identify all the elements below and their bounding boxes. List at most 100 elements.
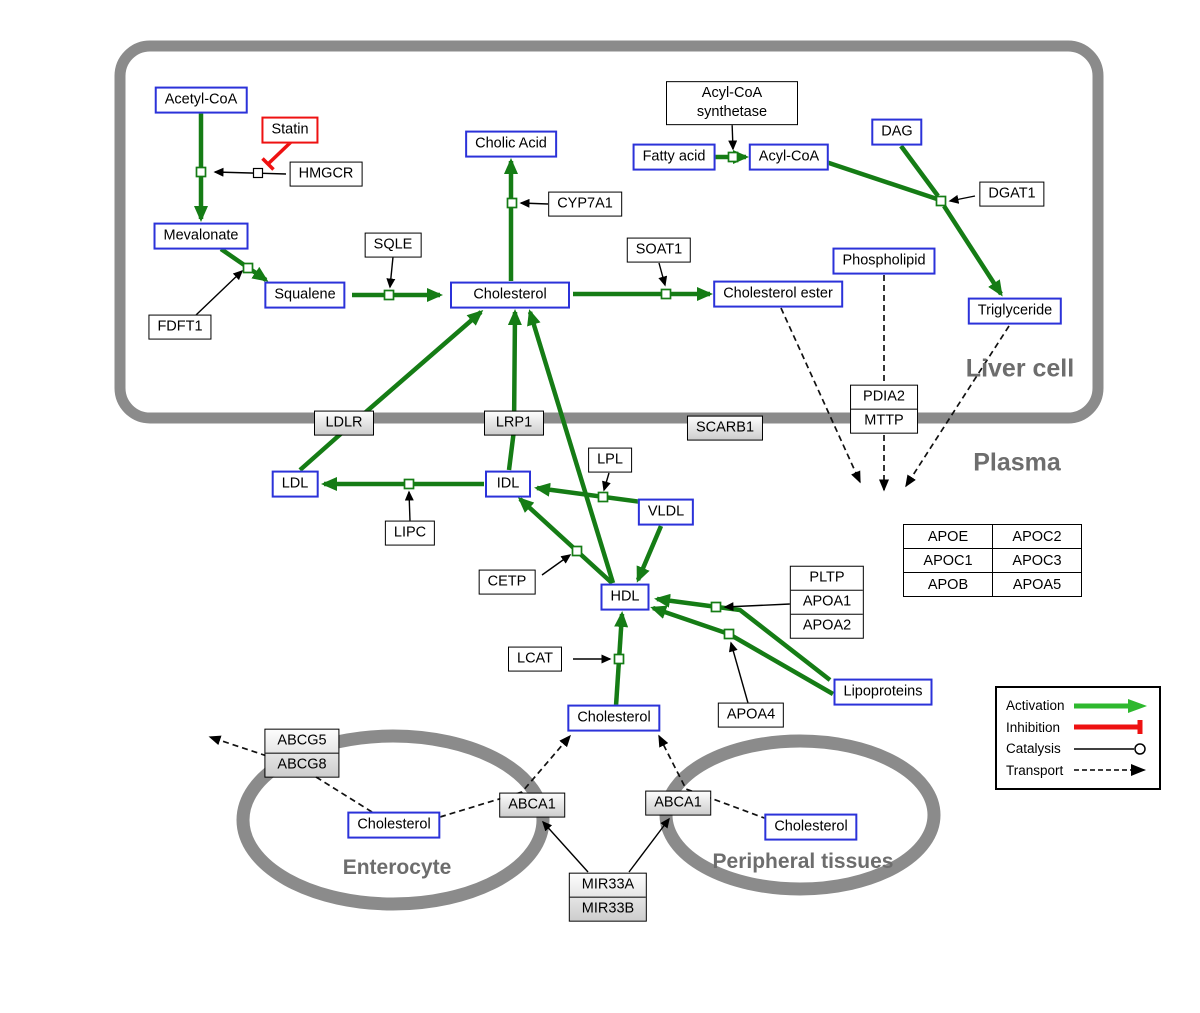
node-acetyl-coa[interactable]: Acetyl-CoA xyxy=(154,86,248,114)
node-cholesterol-plasma[interactable]: Cholesterol xyxy=(567,704,661,732)
node-hdl[interactable]: HDL xyxy=(600,583,650,611)
node-apoa2[interactable]: APOA2 xyxy=(802,617,852,634)
node-scarb1[interactable]: SCARB1 xyxy=(686,415,764,441)
edge-acylcoa-junction xyxy=(825,159,938,202)
node-hmgcr[interactable]: HMGCR xyxy=(289,161,363,187)
node-lpl[interactable]: LPL xyxy=(588,447,632,473)
anchor-dgat1 xyxy=(935,195,947,207)
legend-inhibition: Inhibition xyxy=(1006,717,1150,738)
node-abcg5-abcg8[interactable]: ABCG5 ABCG8 xyxy=(264,728,340,778)
node-lcat[interactable]: LCAT xyxy=(508,646,562,672)
node-sqle[interactable]: SQLE xyxy=(364,232,422,258)
anchor-hmgcr xyxy=(195,166,207,178)
node-triglyceride[interactable]: Triglyceride xyxy=(967,297,1063,325)
node-mir33a-mir33b[interactable]: MIR33A MIR33B xyxy=(568,872,648,922)
catalysis-dgat1 xyxy=(948,194,976,204)
anchor-sqle xyxy=(383,289,395,301)
edge-idl-cholesterol-via-lrp1 xyxy=(506,309,522,471)
catalysis-apoa4 xyxy=(728,641,749,704)
node-lrp1[interactable]: LRP1 xyxy=(484,410,544,436)
transport-triglyceride-plasma xyxy=(905,325,1010,488)
catalysis-circle-icon xyxy=(1074,743,1146,755)
node-mir33b[interactable]: MIR33B xyxy=(581,900,635,917)
node-acyl-coa[interactable]: Acyl-CoA xyxy=(748,143,830,171)
node-pdia2[interactable]: PDIA2 xyxy=(851,386,917,410)
legend-catalysis-label: Catalysis xyxy=(1006,741,1061,757)
node-apoc1[interactable]: APOC1 xyxy=(903,548,993,573)
node-cholesterol-ester[interactable]: Cholesterol ester xyxy=(713,280,843,308)
node-pdia2-mttp[interactable]: PDIA2 MTTP xyxy=(850,384,918,434)
node-cyp7a1[interactable]: CYP7A1 xyxy=(548,191,622,217)
node-cholesterol-peripheral[interactable]: Cholesterol xyxy=(764,813,858,841)
node-apoe[interactable]: APOE xyxy=(903,524,993,549)
anchor-cetp xyxy=(571,545,583,557)
catalysis-sqle xyxy=(386,256,396,289)
node-apoa4[interactable]: APOA4 xyxy=(717,702,785,728)
anchor-lpl xyxy=(597,491,609,503)
node-idl[interactable]: IDL xyxy=(485,470,531,498)
transport-enterocyte-cholesterol-plasma xyxy=(439,734,571,818)
anchor-pltp xyxy=(710,601,722,613)
edge-dag-junction xyxy=(899,144,940,198)
node-cholesterol-enterocyte[interactable]: Cholesterol xyxy=(347,811,441,839)
node-apoa5[interactable]: APOA5 xyxy=(992,572,1082,597)
node-statin[interactable]: Statin xyxy=(261,116,319,144)
node-mir33a[interactable]: MIR33A xyxy=(569,874,647,898)
reaction-anchors xyxy=(195,151,947,665)
node-ldl[interactable]: LDL xyxy=(271,470,319,498)
node-pltp[interactable]: PLTP xyxy=(790,567,864,591)
node-acyl-coa-synthetase[interactable]: Acyl-CoA synthetase xyxy=(666,81,798,125)
activation-arrow-icon xyxy=(1074,698,1147,713)
node-apoc2[interactable]: APOC2 xyxy=(992,524,1082,549)
node-ldlr[interactable]: LDLR xyxy=(314,410,374,436)
edge-vldl-idl xyxy=(534,482,650,506)
node-mttp[interactable]: MTTP xyxy=(864,412,904,429)
catalysis-pltp-apoa1-apoa2 xyxy=(723,602,791,612)
acs-line1: Acyl-CoA xyxy=(701,85,763,102)
inhibition-line xyxy=(266,140,293,166)
apolipoprotein-table: APOE APOC2 APOC1 APOC3 APOB APOA5 xyxy=(903,524,1082,597)
node-abcg8[interactable]: ABCG8 xyxy=(277,756,327,773)
node-soat1[interactable]: SOAT1 xyxy=(626,237,692,263)
edge-vldl-hdl xyxy=(635,525,664,583)
node-dag[interactable]: DAG xyxy=(871,118,923,146)
anchor-apoa4 xyxy=(723,628,735,640)
node-fdft1[interactable]: FDFT1 xyxy=(148,314,212,340)
anchor-statin-node xyxy=(252,167,264,179)
node-abca1-right[interactable]: ABCA1 xyxy=(645,790,711,816)
node-abcg5[interactable]: ABCG5 xyxy=(265,730,339,754)
node-pltp-apoa1-apoa2[interactable]: PLTP APOA1 APOA2 xyxy=(789,565,865,639)
legend-catalysis: Catalysis xyxy=(1006,738,1150,759)
node-abca1-left[interactable]: ABCA1 xyxy=(499,792,565,818)
node-fatty-acid[interactable]: Fatty acid xyxy=(632,143,716,171)
catalysis-hmgcr xyxy=(213,167,287,177)
enterocyte-label: Enterocyte xyxy=(342,856,452,879)
node-dgat1[interactable]: DGAT1 xyxy=(979,181,1045,207)
node-cetp[interactable]: CETP xyxy=(478,569,536,595)
node-lipoproteins[interactable]: Lipoproteins xyxy=(833,678,933,706)
edge-hdl-idl xyxy=(517,496,614,585)
node-cholesterol-liver[interactable]: Cholesterol xyxy=(450,281,570,309)
node-cholic-acid[interactable]: Cholic Acid xyxy=(465,130,557,158)
enterocyte-membrane xyxy=(236,729,550,911)
legend-activation: Activation xyxy=(1006,695,1150,716)
node-vldl[interactable]: VLDL xyxy=(637,498,695,526)
catalysis-fdft1 xyxy=(195,269,244,316)
node-apoc3[interactable]: APOC3 xyxy=(992,548,1082,573)
anchor-soat1 xyxy=(660,288,672,300)
node-apoa1[interactable]: APOA1 xyxy=(790,591,864,615)
node-mevalonate[interactable]: Mevalonate xyxy=(153,222,249,250)
peripheral-tissues-label: Peripheral tissues xyxy=(712,850,894,873)
node-phospholipid[interactable]: Phospholipid xyxy=(832,247,936,275)
inhibition-statin-hmgcr xyxy=(261,140,293,171)
node-apob[interactable]: APOB xyxy=(903,572,993,597)
anchor-lipc xyxy=(403,478,415,490)
legend-transport-label: Transport xyxy=(1006,762,1064,778)
anchor-cyp7a1 xyxy=(506,197,518,209)
acs-line2: synthetase xyxy=(696,104,768,120)
node-lipc[interactable]: LIPC xyxy=(384,520,436,546)
legend: Activation Inhibition Catalysis Transpor… xyxy=(995,686,1161,790)
node-squalene[interactable]: Squalene xyxy=(264,281,346,309)
